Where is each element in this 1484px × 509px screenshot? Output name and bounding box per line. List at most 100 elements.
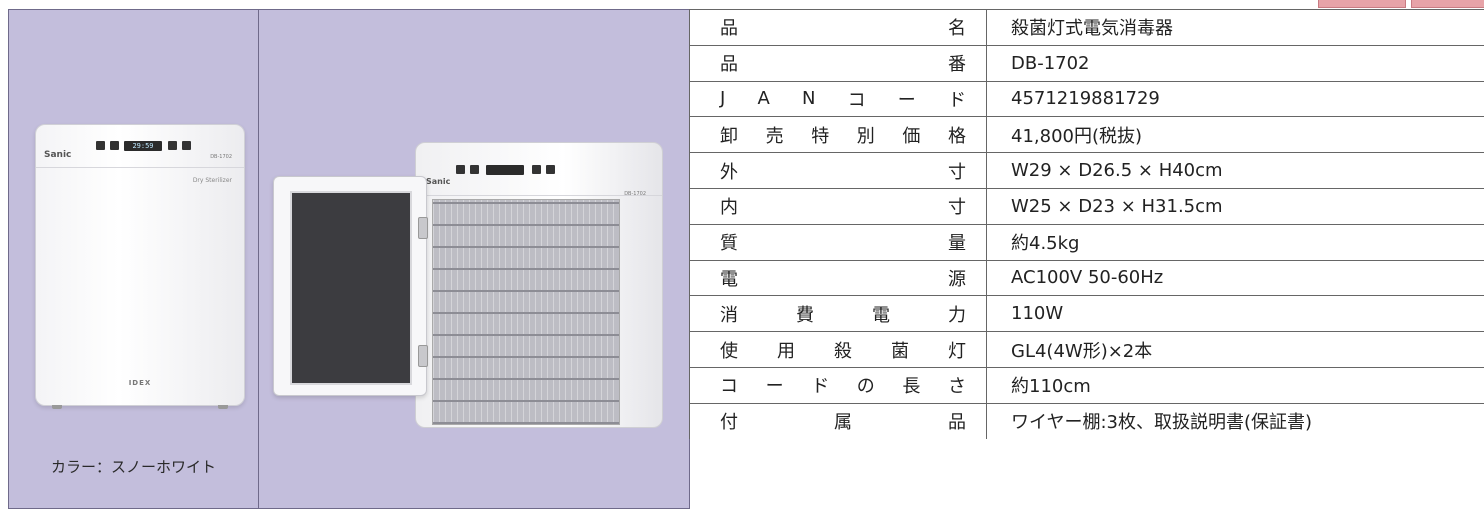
spec-label-cell: 消費電力	[689, 295, 987, 333]
foot-right	[218, 405, 228, 409]
spec-row: 質量約4.5kg	[689, 223, 1484, 261]
spec-label: コードの長さ	[720, 372, 966, 398]
spec-label-cell: 電源	[689, 259, 987, 297]
spec-label-char: 価	[902, 125, 921, 147]
spec-label-char: 外	[720, 161, 738, 183]
spec-label-char: 電	[720, 268, 738, 290]
spec-label-char: 内	[720, 197, 738, 219]
spec-value: 110W	[986, 295, 1484, 333]
spec-label-char: A	[757, 88, 770, 110]
spec-label-char: コ	[720, 376, 738, 398]
spec-label-char: 殺	[834, 340, 852, 362]
spec-label-char: 消	[720, 304, 738, 326]
open-control-panel	[416, 143, 662, 196]
power-button-icon	[96, 141, 105, 150]
door-glass	[290, 191, 412, 385]
model-label: DB-1702	[210, 154, 232, 160]
maker-logo: IDEX	[128, 379, 152, 387]
open-brand-logo: Sanic	[426, 177, 451, 186]
spec-value: 41,800円(税抜)	[986, 116, 1484, 154]
spec-label-char: 名	[948, 18, 966, 40]
spec-value: AC100V 50-60Hz	[986, 259, 1484, 297]
spec-label-cell: 卸売特別価格	[689, 116, 987, 154]
brand-logo: Sanic	[44, 150, 72, 160]
control-panel: 29:59	[36, 125, 244, 168]
spec-label-char: 品	[948, 412, 966, 434]
spec-label-char: 費	[796, 304, 814, 326]
spec-label-char: ー	[765, 376, 784, 398]
open-up-button-icon	[532, 165, 541, 174]
open-down-button-icon	[546, 165, 555, 174]
spec-value: W29 × D26.5 × H40cm	[986, 152, 1484, 189]
spec-label-cell: コードの長さ	[689, 366, 987, 404]
spec-label-char: ド	[811, 376, 830, 398]
spec-label-char: 格	[947, 125, 966, 147]
tab-stub-left	[1318, 0, 1406, 8]
spec-label-char: J	[720, 88, 726, 110]
spec-label-char: 品	[720, 54, 738, 76]
spec-label-char: 番	[948, 54, 966, 76]
spec-label: 消費電力	[720, 301, 966, 327]
spec-label-char: 長	[902, 376, 921, 398]
spec-label-char: 電	[872, 304, 890, 326]
spec-label-char: ー	[897, 89, 916, 111]
spec-label-cell: 内寸	[689, 187, 987, 225]
spec-label-char: 質	[720, 233, 738, 255]
dry-sterilizer-label: Dry Sterilizer	[192, 177, 232, 184]
color-caption: カラー：スノーホワイト	[50, 458, 216, 476]
spec-label-char: 品	[720, 18, 738, 40]
spec-label-char: N	[801, 88, 816, 110]
spec-label-char: 源	[948, 268, 966, 290]
spec-label-cell: 使用殺菌灯	[689, 331, 987, 368]
spec-label-char: 灯	[948, 340, 966, 362]
down-button-icon	[182, 141, 191, 150]
sterilizer-open-image: Sanic DB-1702	[415, 142, 663, 428]
product-image-open-panel: Sanic DB-1702	[258, 9, 690, 509]
spec-value: 約4.5kg	[986, 223, 1484, 261]
spec-label-cell: 付属品	[689, 402, 987, 440]
foot-left	[52, 405, 62, 409]
hinge-top-icon	[418, 217, 428, 239]
spec-label: 外寸	[720, 158, 966, 184]
spec-label: 品番	[720, 50, 966, 76]
hinge-bottom-icon	[418, 345, 428, 367]
spec-label: 品名	[720, 14, 966, 40]
spec-label-char: 力	[948, 304, 966, 326]
spec-label: 質量	[720, 229, 966, 255]
spec-value: W25 × D23 × H31.5cm	[986, 187, 1484, 225]
open-power-button-icon	[456, 165, 465, 174]
spec-value: 殺菌灯式電気消毒器	[986, 9, 1484, 46]
spec-label-char: 別	[856, 125, 875, 147]
spec-row: 品名殺菌灯式電気消毒器	[689, 9, 1484, 46]
sterilizer-front-image: 29:59 Sanic DB-1702 Dry Sterilizer IDEX	[35, 124, 245, 409]
spec-label-char: さ	[947, 376, 966, 398]
spec-label: 卸売特別価格	[720, 122, 966, 148]
spec-label: 電源	[720, 265, 966, 291]
product-image-front-panel: 29:59 Sanic DB-1702 Dry Sterilizer IDEX …	[8, 9, 259, 509]
spec-label-char: 売	[765, 125, 784, 147]
spec-label-char: 用	[777, 340, 795, 362]
spec-label-cell: 品名	[689, 9, 987, 46]
spec-label: 付属品	[720, 408, 966, 434]
spec-label-char: 寸	[948, 161, 966, 183]
spec-label-char: 菌	[891, 340, 909, 362]
wire-shelf-interior	[432, 199, 620, 425]
spec-label-char: 量	[948, 233, 966, 255]
spec-label-char: 卸	[720, 125, 738, 147]
up-button-icon	[168, 141, 177, 150]
spec-value: 約110cm	[986, 366, 1484, 404]
open-mode-button-icon	[470, 165, 479, 174]
timer-display-text: 29:59	[132, 142, 154, 150]
spec-label-cell: 質量	[689, 223, 987, 261]
spec-label-char: 付	[720, 412, 738, 434]
